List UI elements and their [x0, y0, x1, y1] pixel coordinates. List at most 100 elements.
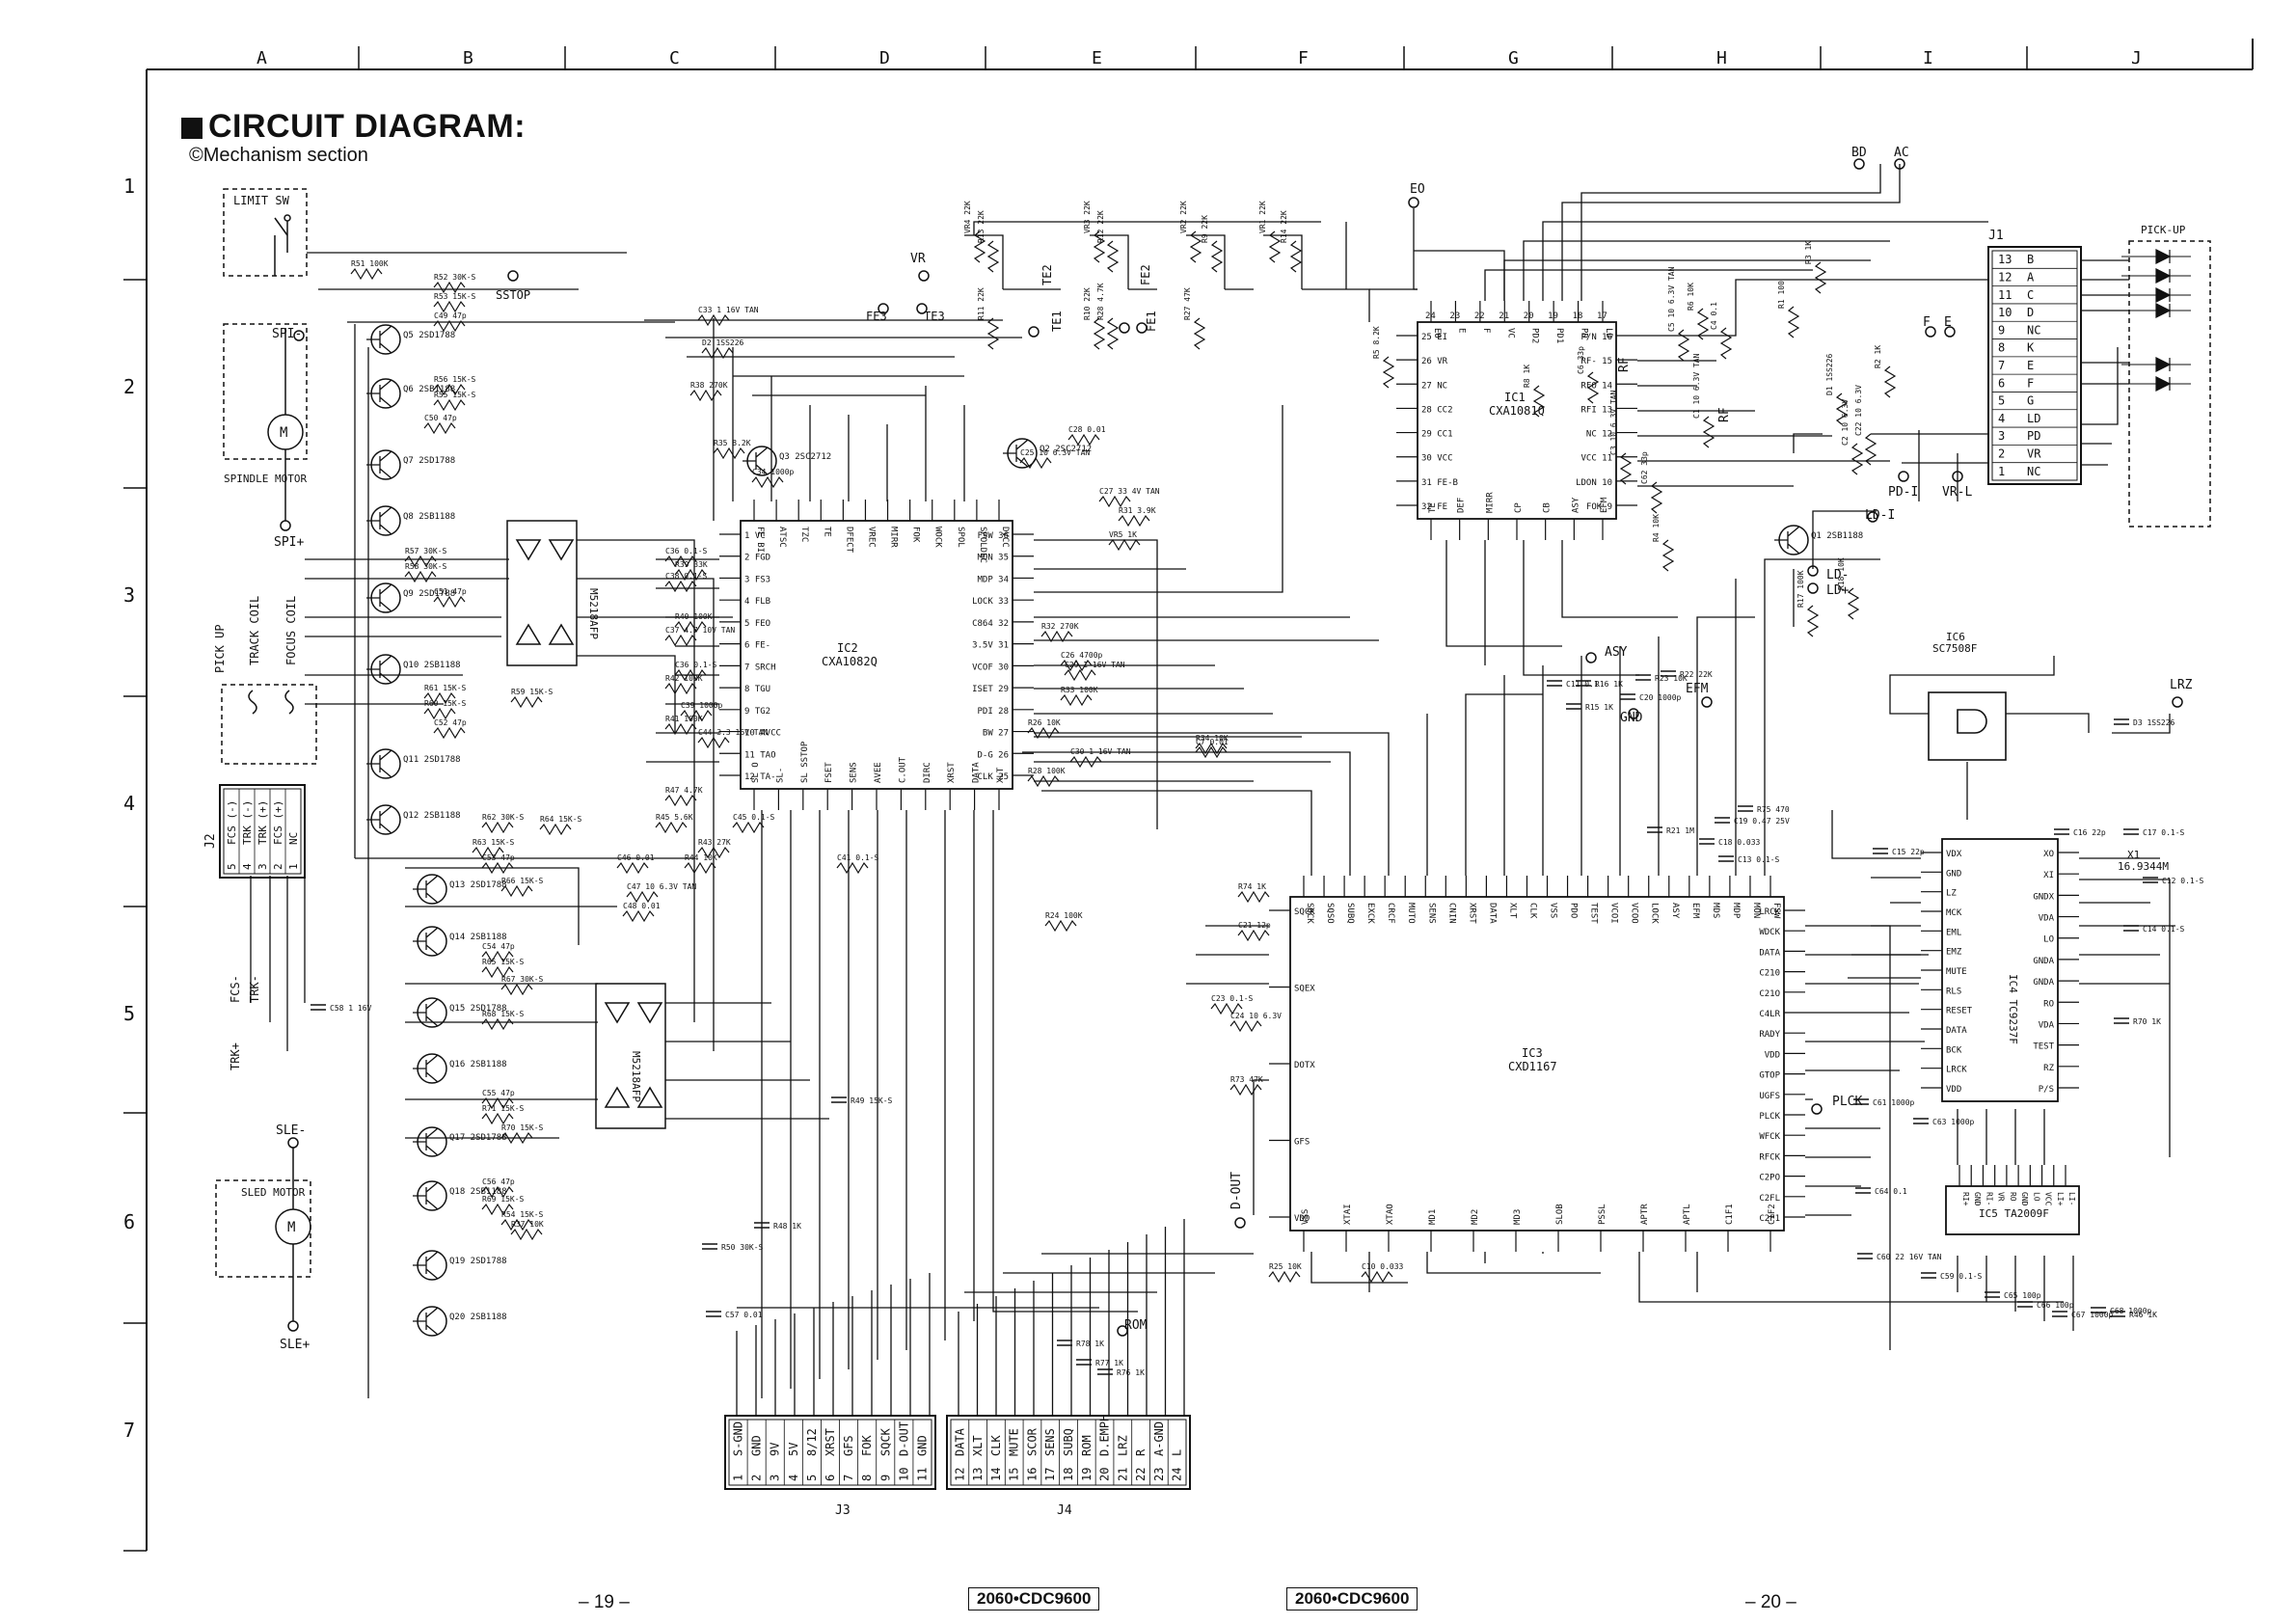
component-label: C55 47p — [482, 1089, 515, 1097]
resistor — [1044, 919, 1077, 933]
ic1pins-pin-top-label: PD2 — [1530, 328, 1540, 343]
resistor — [1118, 514, 1150, 528]
ic1pins-pin-left-label: 27 NC — [1421, 381, 1447, 391]
ic3pins-pin-left-label: VDD — [1294, 1214, 1310, 1224]
component-label: R12 22K — [1096, 210, 1105, 243]
component-label: C25 10 6.3V TAN — [1020, 448, 1090, 457]
capacitor — [1715, 817, 1730, 824]
component-label: C20 1000p — [1639, 693, 1682, 702]
ic3pins-pin-top-label: ASY — [1670, 903, 1680, 919]
ic2pins-pin-right-label: MDP 34 — [977, 575, 1009, 584]
component-label: C11 0.1 — [1566, 680, 1599, 689]
ic1pins-pin-top-label: PD1 — [1554, 328, 1564, 343]
j4-pin-num: 21 — [1116, 1468, 1129, 1481]
resistor — [1619, 452, 1633, 485]
page-subtitle: ©Mechanism section — [189, 145, 368, 166]
resistor — [1268, 1270, 1301, 1284]
ic4pins-pin-left-label: EML — [1946, 928, 1961, 937]
resistor — [986, 317, 1000, 350]
wire — [1503, 616, 1755, 876]
model-number-left: 2060•CDC9600 — [968, 1587, 1100, 1610]
transistor-label: Q19 2SD1788 — [449, 1257, 507, 1266]
title-bullet-square — [181, 118, 203, 139]
component-label: R37 10K — [511, 1220, 544, 1229]
wire — [1186, 925, 1269, 1215]
plck-label: PLCK — [1832, 1095, 1862, 1109]
transistor-label: Q5 2SD1788 — [403, 331, 455, 340]
resistor — [622, 909, 655, 923]
component-label: C61 1000p — [1873, 1098, 1915, 1107]
j3-pin-num: 8 — [860, 1475, 874, 1481]
pickup-coil-box — [221, 684, 317, 765]
ic5-package — [1945, 1185, 2080, 1235]
component-label: C67 1000p — [2071, 1311, 2114, 1319]
ic3pins-pin-right-label: C2PO — [1759, 1174, 1780, 1183]
j4-pin-name: DATA — [953, 1427, 966, 1456]
resistor — [1189, 230, 1202, 263]
column-marker-f: F — [1298, 48, 1309, 68]
resistor — [1806, 605, 1820, 637]
resistor — [481, 821, 514, 834]
ic3pins-pin-top-label: CLK — [1527, 903, 1537, 919]
ic4pins-pin-left-label: LZ — [1946, 889, 1957, 899]
component-label: R70 15K-S — [501, 1123, 544, 1132]
j4-pin-name: L — [1171, 1449, 1184, 1456]
ic4pins-pin-right-label: GNDA — [2033, 978, 2054, 988]
component-label: R42 100K — [665, 674, 703, 683]
j3-pin-num: 5 — [805, 1475, 819, 1481]
component-label: C12 0.1-S — [2162, 877, 2204, 885]
ic1-pin-number: 23 — [1449, 311, 1460, 321]
column-marker-g: G — [1508, 48, 1519, 68]
ic2pins-pin-bottom-label: SL SSTOP — [800, 741, 810, 783]
limit-switch-contact — [274, 217, 288, 236]
resistor — [1268, 230, 1282, 263]
resistor — [732, 821, 765, 834]
j3-pin-name: XRST — [824, 1428, 837, 1456]
ic3pins-pin-right-label: C21O — [1759, 989, 1780, 999]
component-label: C36 0.1-S — [665, 547, 708, 555]
column-marker-c: C — [669, 48, 680, 68]
resistor — [1696, 308, 1710, 340]
component-label: VR4 22K — [963, 201, 972, 233]
net-terminal — [1925, 326, 1936, 338]
ic3pins-pin-bottom-label: XTAO — [1386, 1204, 1395, 1225]
ic4pins-pin-left-label: LRCK — [1946, 1066, 1967, 1075]
j3-pin-num: 4 — [787, 1475, 800, 1481]
j1-pin-name: PD — [2027, 429, 2040, 443]
capacitor — [1913, 1118, 1929, 1124]
j4-pin-num: 18 — [1062, 1468, 1075, 1481]
j2-pin-num: 1 — [287, 863, 300, 870]
j3-pin-num: 9 — [878, 1475, 892, 1481]
capacitor — [1576, 680, 1591, 687]
ic1pins-pin-right-label: RFO 14 — [1580, 381, 1612, 391]
component-label: R11 22K — [977, 287, 986, 320]
net-terminal — [1136, 322, 1148, 334]
resistor — [664, 682, 697, 695]
ic1pins-pin-top-label: EO — [1432, 328, 1442, 338]
ic6-gate-symbol — [1957, 709, 1987, 734]
wire — [761, 810, 946, 1398]
e-label: E — [1944, 315, 1952, 330]
j3-pin-name: FOK — [860, 1435, 874, 1456]
component-label: R14 22K — [1280, 210, 1288, 243]
ic3pins-pin-right-label: GTOP — [1759, 1071, 1780, 1081]
ic2pins-pin-top-label: SPOLDEC — [978, 527, 987, 563]
component-label: R49 15K-S — [851, 1096, 893, 1105]
wire — [1957, 1256, 2074, 1331]
wire — [1871, 430, 1988, 501]
sled-motor-m-glyph: M — [287, 1220, 295, 1235]
sle-minus-label: SLE- — [276, 1123, 306, 1138]
resistor — [1019, 456, 1052, 470]
sled-motor-label: SLED MOTOR — [241, 1186, 306, 1199]
component-label: C36 0.1-S — [675, 661, 717, 669]
ic1pins-pin-top-label: F — [1481, 328, 1491, 333]
component-label: C26 4700p — [1061, 651, 1103, 660]
resistor — [1027, 774, 1060, 788]
ic2pins-pin-top-label: MIRR — [889, 527, 899, 548]
ic5pins-pin-top-label: VR — [1997, 1192, 2006, 1202]
pd-i-label: PD-I — [1888, 485, 1918, 500]
component-label: C47 10 6.3V TAN — [627, 882, 696, 891]
ic5pins-pin-top-label: LI+ — [2056, 1192, 2065, 1206]
j1-outer — [1987, 246, 2082, 485]
